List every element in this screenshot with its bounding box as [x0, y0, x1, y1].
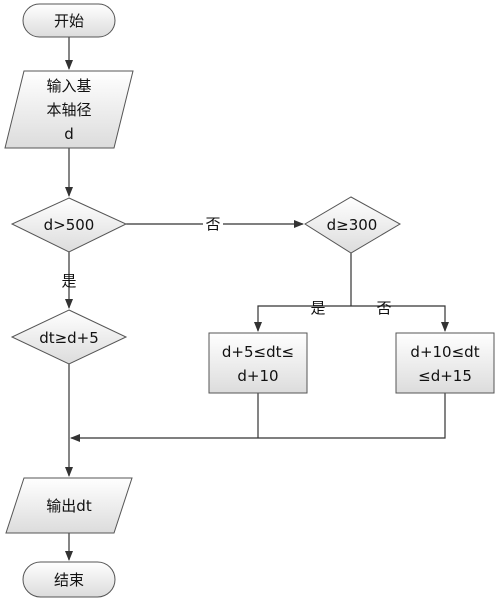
input-node: 输入基 本轴径 d: [4, 70, 134, 149]
output-node: 输出dt: [5, 477, 133, 534]
edge-right-merge: [70, 393, 446, 442]
process-mid-line1: d+5≤dt≤: [222, 343, 294, 361]
decision-d500-label: d>500: [44, 216, 95, 234]
decision-d300: d≥300: [304, 196, 402, 254]
input-label-line2: 本轴径: [46, 101, 91, 119]
edge-d300-no: [351, 305, 449, 332]
end-node: 结束: [22, 561, 116, 598]
connectors: [65, 37, 449, 561]
edge-label-d300-yes: 是: [310, 299, 325, 317]
edge-d300-yes: [254, 305, 351, 332]
input-label-line1: 输入基: [46, 77, 91, 95]
decision-d500: d>500: [10, 197, 128, 253]
end-label: 结束: [54, 571, 84, 589]
decision-dt-label: dt≥d+5: [39, 329, 99, 347]
process-right-line1: d+10≤dt: [410, 343, 479, 361]
start-node: 开始: [22, 3, 116, 38]
edge-label-bg: [203, 214, 223, 234]
input-label-line3: d: [64, 125, 74, 143]
start-label: 开始: [54, 12, 84, 30]
process-right-line2: ≤d+15: [418, 367, 472, 385]
process-mid: d+5≤dt≤ d+10: [208, 332, 308, 394]
output-label: 输出dt: [46, 497, 92, 515]
decision-d300-label: d≥300: [327, 216, 378, 234]
edge-label-d500-yes: 是: [61, 272, 76, 290]
edge-label-d500-no: 否: [205, 215, 220, 233]
edge-label-d300-no: 否: [376, 299, 391, 317]
process-right: d+10≤dt ≤d+15: [395, 332, 495, 394]
decision-dt: dt≥d+5: [10, 309, 128, 365]
process-mid-line2: d+10: [237, 367, 278, 385]
